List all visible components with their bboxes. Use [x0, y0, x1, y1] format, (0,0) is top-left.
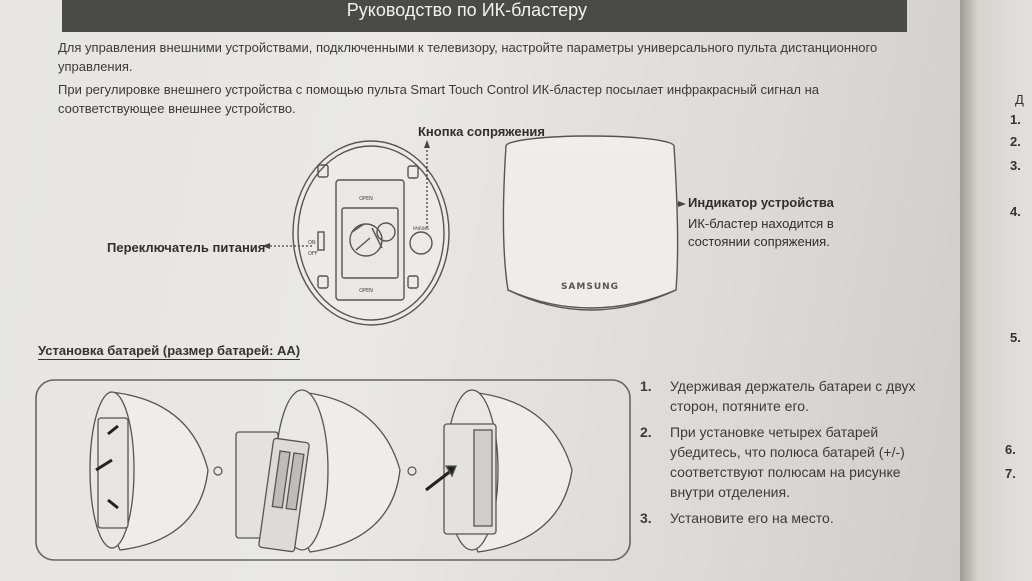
step-number: 1.: [640, 378, 652, 394]
pairing-button-label: Кнопка сопряжения: [418, 124, 546, 139]
right-page-number: 7.: [1005, 466, 1016, 481]
open-top-text: OPEN: [359, 196, 373, 202]
right-page-number: 3.: [1010, 158, 1021, 173]
step-3: 3. Установите его на место.: [640, 508, 930, 528]
battery-steps: 1. Удерживая держатель батареи с двух сто…: [640, 376, 930, 534]
step-separator: [213, 466, 223, 476]
intro-line-1: Для управления внешними устройствами, по…: [58, 40, 878, 55]
device-back-illustration: [292, 140, 450, 326]
battery-device-2: [235, 389, 401, 553]
battery-device-3: [425, 389, 573, 553]
off-text: OFF: [308, 251, 318, 257]
step-text: соответствуют полюсам на рисунке: [670, 464, 901, 480]
step-text: При установке четырех батарей: [670, 424, 879, 440]
indicator-desc-line-2: состоянии сопряжения.: [688, 234, 830, 249]
indicator-desc-line-1: ИК-бластер находится в: [688, 216, 834, 231]
device-front-illustration: [502, 135, 679, 311]
battery-illustration-frame: [35, 379, 631, 561]
right-page-number: 5.: [1010, 330, 1021, 345]
adjacent-page: [960, 0, 1032, 581]
brand-logo-text: SAMSUNG: [561, 282, 619, 292]
arrow-right-icon: [678, 201, 686, 207]
right-page-prefix: Д: [1015, 92, 1024, 107]
on-text: ON: [308, 240, 316, 246]
right-page-number: 1.: [1010, 112, 1021, 127]
step-text: Установите его на место.: [670, 510, 834, 526]
step-number: 2.: [640, 424, 652, 440]
intro-line-3: При регулировке внешнего устройства с по…: [58, 82, 820, 97]
step-1: 1. Удерживая держатель батареи с двух сто…: [640, 376, 930, 416]
step-text: сторон, потяните его.: [670, 398, 809, 414]
battery-section-title: Установка батарей (размер батарей: AA): [38, 343, 301, 360]
device-indicator-label: Индикатор устройства: [688, 195, 834, 210]
step-text: убедитесь, что полюса батарей (+/-): [670, 444, 905, 460]
open-bottom-text: OPEN: [359, 288, 373, 294]
step-text: внутри отделения.: [670, 484, 790, 500]
battery-device-1: [89, 391, 209, 551]
step-separator: [407, 466, 417, 476]
intro-line-4: соответствующее внешнее устройство.: [58, 101, 296, 116]
step-number: 3.: [640, 510, 652, 526]
step-2: 2. При установке четырех батарей убедитес…: [640, 422, 930, 502]
section-header: Руководство по ИК-бластеру: [62, 0, 907, 32]
header-title: Руководство по ИК-бластеру: [346, 0, 587, 20]
arrow-left-icon: [262, 243, 270, 249]
pairing-text: PAIRING: [413, 226, 429, 231]
power-switch-label: Переключатель питания: [107, 240, 266, 255]
arrow-up-icon: [424, 140, 430, 148]
step-text: Удерживая держатель батареи с двух: [670, 378, 916, 394]
right-page-number: 2.: [1010, 134, 1021, 149]
intro-line-2: управления.: [58, 59, 133, 74]
right-page-number: 6.: [1005, 442, 1016, 457]
right-page-number: 4.: [1010, 204, 1021, 219]
